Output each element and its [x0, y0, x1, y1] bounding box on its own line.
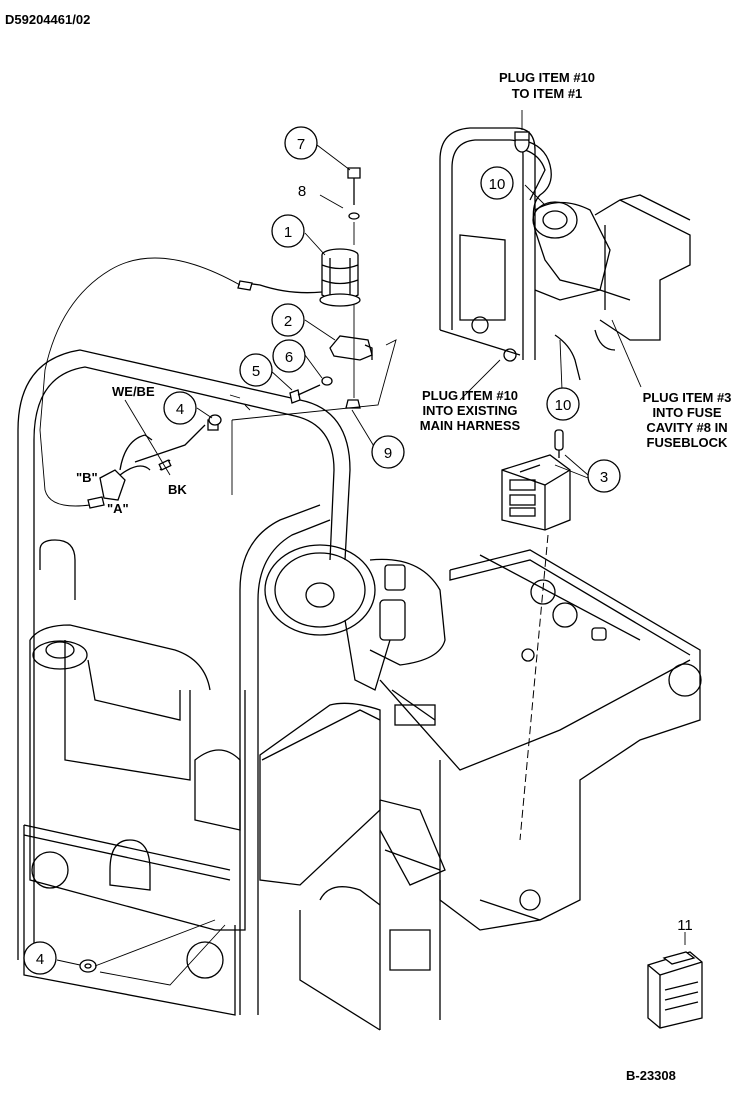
- wire-label-webe: WE/BE: [112, 384, 155, 399]
- wire-label-bk: BK: [168, 482, 187, 497]
- callout-8: 8: [298, 183, 306, 200]
- svg-text:8: 8: [298, 183, 306, 200]
- svg-text:PLUG ITEM #3: PLUG ITEM #3: [643, 390, 732, 405]
- svg-text:1: 1: [284, 224, 292, 241]
- svg-text:10: 10: [489, 176, 506, 193]
- svg-text:PLUG ITEM #10: PLUG ITEM #10: [499, 70, 595, 85]
- svg-text:7: 7: [297, 136, 305, 153]
- svg-text:INTO EXISTING: INTO EXISTING: [422, 403, 517, 418]
- callout-10-upper: 10: [480, 166, 514, 200]
- terminal-label-b: "B": [76, 470, 98, 485]
- terminal-label-a: "A": [107, 501, 129, 516]
- svg-text:5: 5: [252, 363, 260, 380]
- svg-text:MAIN HARNESS: MAIN HARNESS: [420, 418, 521, 433]
- callout-4-upper: 4: [163, 391, 197, 425]
- svg-text:3: 3: [600, 469, 608, 486]
- svg-text:2: 2: [284, 313, 292, 330]
- callout-5: 5: [239, 353, 273, 387]
- callout-10-lower: 10: [546, 387, 580, 421]
- note-plug-item-10-into-main-harness: PLUG ITEM #10 INTO EXISTING MAIN HARNESS: [420, 388, 521, 433]
- leader-lines: [56, 110, 686, 986]
- figure-code: B-23308: [626, 1068, 676, 1083]
- machine-assembly: [17, 349, 702, 1031]
- callout-1: 1: [271, 214, 305, 248]
- svg-text:PLUG ITEM #10: PLUG ITEM #10: [422, 388, 518, 403]
- svg-text:CAVITY #8 IN: CAVITY #8 IN: [646, 420, 727, 435]
- callout-6: 6: [272, 339, 306, 373]
- note-plug-item-10-to-item-1: PLUG ITEM #10 TO ITEM #1: [499, 70, 595, 101]
- svg-text:TO ITEM #1: TO ITEM #1: [512, 86, 583, 101]
- document-code: D59204461/02: [5, 12, 90, 27]
- inset-cab-view: [439, 127, 691, 381]
- svg-text:4: 4: [176, 401, 184, 418]
- note-plug-item-3-into-fuse-cavity: PLUG ITEM #3 INTO FUSE CAVITY #8 IN FUSE…: [643, 390, 732, 450]
- svg-text:FUSEBLOCK: FUSEBLOCK: [647, 435, 729, 450]
- svg-text:6: 6: [285, 349, 293, 366]
- callout-11: 11: [677, 917, 693, 934]
- svg-text:10: 10: [555, 397, 572, 414]
- callout-7: 7: [284, 126, 318, 160]
- callout-4-lower: 4: [23, 941, 57, 975]
- callout-3: 3: [587, 459, 621, 493]
- svg-text:9: 9: [384, 445, 392, 462]
- callout-2: 2: [271, 303, 305, 337]
- svg-text:11: 11: [677, 917, 693, 934]
- svg-text:INTO FUSE: INTO FUSE: [652, 405, 721, 420]
- exploded-parts: [39, 167, 703, 1029]
- svg-text:4: 4: [36, 951, 44, 968]
- callout-9: 9: [371, 435, 405, 469]
